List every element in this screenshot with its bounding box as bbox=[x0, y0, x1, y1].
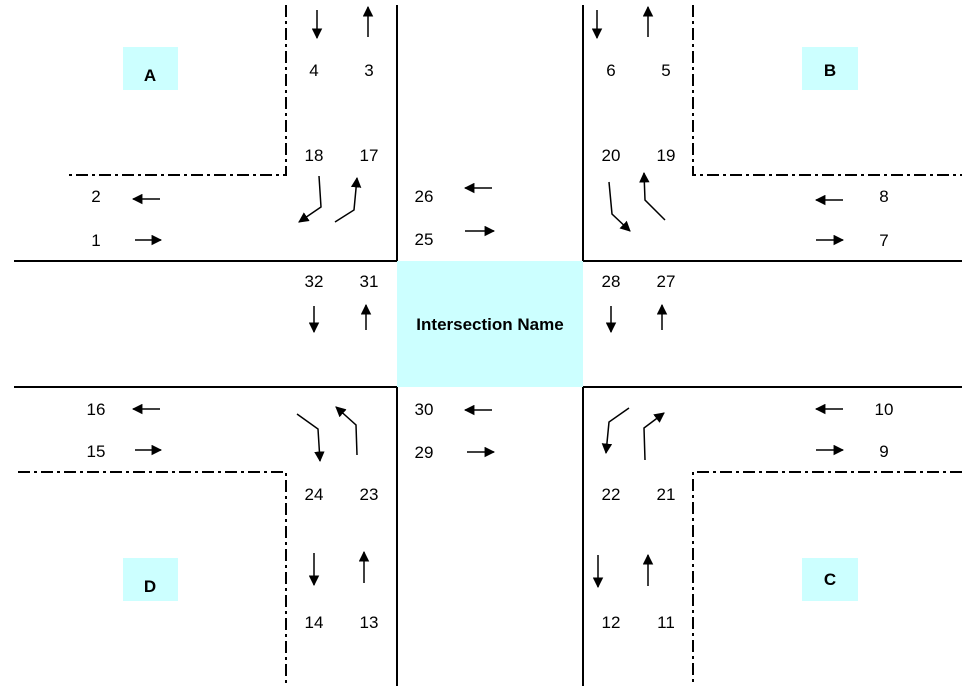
intersection-center-box bbox=[397, 261, 583, 387]
movement-number: 10 bbox=[875, 400, 894, 419]
turn-arrow-icon bbox=[608, 181, 631, 232]
movement-number: 19 bbox=[657, 146, 676, 165]
turn-arrow-icon bbox=[643, 412, 665, 461]
turn-arrow-icon bbox=[601, 407, 630, 455]
movement-number: 26 bbox=[415, 187, 434, 206]
movement-number: 16 bbox=[87, 400, 106, 419]
movement-number: 17 bbox=[360, 146, 379, 165]
movement-number: 14 bbox=[305, 613, 324, 632]
movement-number: 11 bbox=[657, 613, 675, 632]
turn-arrow-icon bbox=[296, 413, 325, 463]
road-edges bbox=[14, 5, 962, 686]
movement-arrows bbox=[131, 5, 845, 589]
movement-number: 2 bbox=[91, 187, 100, 206]
zone-boundaries bbox=[18, 5, 962, 686]
movement-number: 5 bbox=[661, 61, 670, 80]
zone-b-boundary bbox=[692, 5, 962, 176]
zone-a-box bbox=[123, 47, 178, 90]
turn-arrow-icon bbox=[334, 176, 362, 223]
movement-numbers: 1 2 3 4 5 6 7 8 9 10 11 12 13 14 15 16 1… bbox=[87, 61, 894, 632]
movement-number: 30 bbox=[415, 400, 434, 419]
zone-c-boundary bbox=[692, 471, 962, 686]
movement-number: 7 bbox=[879, 231, 888, 250]
zone-b-label: B bbox=[824, 61, 836, 80]
movement-number: 28 bbox=[602, 272, 621, 291]
movement-number: 15 bbox=[87, 442, 106, 461]
movement-number: 12 bbox=[602, 613, 621, 632]
movement-number: 3 bbox=[364, 61, 373, 80]
zone-d-box bbox=[123, 558, 178, 601]
turn-arrow-icon bbox=[335, 406, 358, 456]
movement-number: 21 bbox=[657, 485, 676, 504]
zone-c-box bbox=[802, 558, 858, 601]
movement-number: 31 bbox=[360, 272, 379, 291]
movement-number: 9 bbox=[879, 442, 888, 461]
movement-number: 1 bbox=[91, 231, 100, 250]
movement-number: 27 bbox=[657, 272, 676, 291]
zone-b-box bbox=[802, 47, 858, 90]
movement-number: 23 bbox=[360, 485, 379, 504]
movement-number: 4 bbox=[309, 61, 318, 80]
movement-number: 32 bbox=[305, 272, 324, 291]
movement-number: 6 bbox=[606, 61, 615, 80]
zone-a-boundary bbox=[66, 5, 287, 176]
zone-c-label: C bbox=[824, 570, 836, 589]
movement-number: 29 bbox=[415, 443, 434, 462]
movement-number: 24 bbox=[305, 485, 324, 504]
movement-number: 18 bbox=[305, 146, 324, 165]
movement-number: 13 bbox=[360, 613, 379, 632]
zone-d-label: D bbox=[144, 577, 156, 596]
movement-number: 22 bbox=[602, 485, 621, 504]
movement-number: 8 bbox=[879, 187, 888, 206]
turn-arrow-icon bbox=[298, 175, 322, 223]
turn-arrow-icon bbox=[639, 171, 666, 221]
movement-number: 25 bbox=[415, 230, 434, 249]
zone-a-label: A bbox=[144, 66, 156, 85]
movement-number: 20 bbox=[602, 146, 621, 165]
intersection-name-label: Intersection Name bbox=[416, 315, 563, 334]
